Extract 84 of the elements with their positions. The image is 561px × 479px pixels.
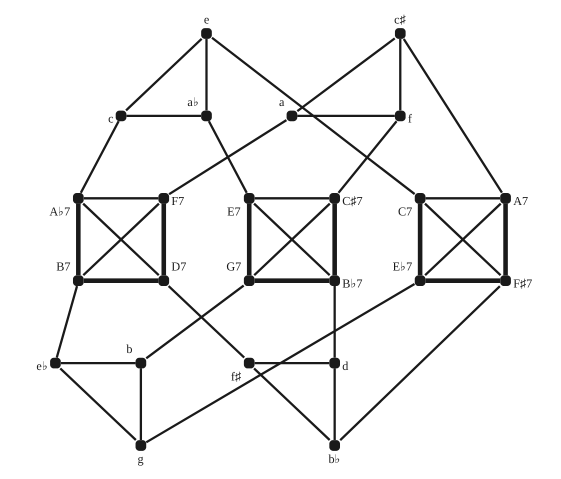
node-dot: [244, 275, 255, 286]
node-label: c♯: [394, 12, 406, 26]
node-label: A♭7: [49, 204, 70, 219]
node-label: e: [204, 12, 210, 26]
connector: [296, 37, 396, 112]
connector: [211, 36, 416, 195]
node-label: E7: [227, 204, 241, 219]
node-dot: [500, 192, 511, 204]
node-label: E♭7: [392, 260, 412, 274]
node-label: C♯7: [342, 194, 363, 208]
connector: [168, 119, 288, 196]
node-label: D7: [171, 260, 186, 274]
node-label: f♯: [230, 369, 242, 384]
connector: [426, 278, 500, 283]
connector: [339, 285, 501, 441]
node-label: a: [278, 94, 284, 109]
node-dot: [414, 192, 426, 204]
node-dot: [394, 28, 406, 39]
node-label: a♭: [187, 94, 199, 109]
node-dot: [158, 275, 170, 286]
connector: [125, 38, 202, 112]
node-dot: [286, 110, 298, 122]
node-dot: [244, 358, 255, 368]
node-dot: [329, 358, 340, 368]
node-dot: [116, 110, 126, 122]
connector: [254, 362, 330, 364]
node-label: e♭: [36, 358, 48, 373]
connector: [146, 284, 244, 360]
connector: [334, 368, 336, 440]
connector: [80, 120, 120, 194]
node-label: d: [342, 358, 348, 373]
connector: [60, 362, 136, 364]
connector: [56, 286, 78, 358]
node-dot: [329, 192, 340, 204]
node-label: B♭7: [342, 276, 363, 290]
node-label: b: [126, 342, 132, 356]
node-dot: [136, 440, 146, 451]
node-label: G7: [226, 260, 242, 274]
connector: [146, 283, 416, 444]
connector: [126, 114, 202, 118]
connector: [253, 368, 330, 441]
connector: [84, 197, 158, 200]
node-dot: [414, 275, 426, 286]
connector: [426, 197, 500, 200]
connector: [399, 38, 402, 110]
node-dot: [136, 358, 146, 368]
node-label: b♭: [328, 452, 341, 466]
connector: [418, 204, 422, 276]
connector: [246, 204, 252, 276]
node-dot: [72, 192, 84, 204]
connector: [161, 204, 166, 276]
connector: [59, 368, 137, 441]
node-label: f: [408, 112, 412, 126]
node-dot: [50, 358, 61, 368]
node-dot: [329, 275, 340, 286]
node-dot: [500, 275, 511, 286]
connector: [168, 285, 246, 358]
node-label: g: [137, 452, 144, 466]
node-label: c: [108, 112, 114, 126]
connector: [84, 278, 158, 283]
connector: [208, 120, 248, 194]
node-label: A7: [513, 194, 528, 208]
connector: [402, 38, 503, 194]
node-label: B7: [56, 260, 70, 274]
connector: [297, 114, 395, 118]
node-dot: [201, 28, 212, 39]
connector: [334, 286, 336, 358]
connector: [503, 204, 508, 276]
node-label: F♯7: [513, 276, 532, 290]
node-label: F7: [171, 194, 184, 208]
connector: [205, 38, 208, 110]
node-dot: [394, 110, 406, 122]
node-dot: [329, 440, 340, 451]
connector: [254, 278, 330, 283]
connector: [140, 368, 142, 440]
node-dot: [201, 110, 212, 122]
connector: [76, 204, 81, 276]
connector: [338, 120, 398, 194]
connector: [332, 204, 337, 276]
node-dot: [244, 192, 255, 204]
node-dot: [158, 192, 170, 204]
node-label: C7: [398, 204, 412, 219]
connector: [254, 197, 330, 200]
node-dot: [72, 275, 84, 286]
